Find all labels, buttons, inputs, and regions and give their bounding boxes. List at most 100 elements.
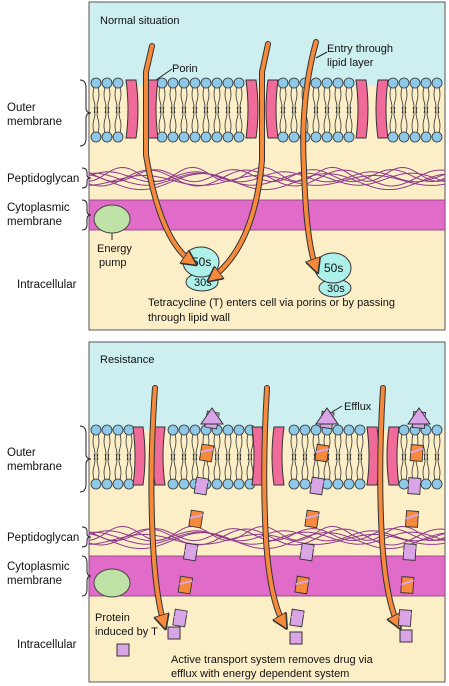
top-membrane-lipid-4 (167, 77, 179, 143)
bottom-membrane-lipid-18 (354, 424, 366, 490)
top-membrane-lipid-18 (387, 77, 399, 143)
protein-square-3 (399, 629, 413, 643)
protein-square-2 (289, 631, 303, 645)
top-membrane-lipid-15 (321, 77, 333, 143)
efflux-arrow-3 (397, 407, 431, 627)
top-membrane-lipid-9 (222, 77, 234, 143)
influx-arrows (148, 385, 398, 624)
entry-label-1: Entry through (327, 43, 393, 55)
intracellular-label-top: Intracellular (17, 279, 77, 291)
top-membrane-lipid-5 (178, 77, 190, 143)
protein-legend-square (116, 643, 130, 657)
bottom-panel: Resistance Efflux Protein induced by T A… (88, 341, 446, 683)
top-membrane-lipid-17 (343, 77, 355, 143)
bottom-membrane-porin-2 (366, 426, 400, 486)
entry-leader (315, 51, 328, 59)
bottom-membrane-lipid-10 (233, 424, 245, 490)
protein-label-2: induced by T (95, 626, 158, 638)
cytoplasmic-membrane-label-top-2: membrane (7, 216, 62, 228)
top-caption-2: through lipid wall (148, 312, 230, 324)
bottom-membrane-lipid-1 (101, 424, 113, 490)
efflux-leader (331, 405, 343, 413)
top-peptidoglycan-strand-5 (88, 174, 446, 186)
porin-leader (155, 68, 173, 81)
protein-square-1 (167, 626, 181, 640)
ribosome-2-50s-label: 50s (324, 261, 343, 275)
bottom-membrane-lipid-2 (112, 424, 124, 490)
bottom-membrane-lipid-0 (90, 424, 102, 490)
top-membrane-lipid-6 (189, 77, 201, 143)
top-peptidoglycan-strand-1 (88, 169, 446, 183)
top-peptidoglycan-strand-4 (88, 172, 446, 186)
top-peptidoglycan (88, 166, 446, 191)
top-caption-1: Tetracycline (T) enters cell via porins … (148, 297, 395, 309)
efflux-arrow-1 (172, 407, 224, 628)
bottom-caption-1: Active transport system removes drug via (171, 654, 374, 666)
top-panel: Normal situation Energy pump Porin Entry… (88, 1, 446, 331)
efflux-pumps (172, 407, 431, 628)
bottom-membrane-lipid-13 (299, 424, 311, 490)
porin-label: Porin (172, 63, 198, 75)
entry-arrows (143, 39, 316, 278)
top-membrane-lipid-8 (211, 77, 223, 143)
energy-pump-label-2: pump (99, 257, 127, 269)
cytoplasmic-membrane-brace-bottom (81, 555, 92, 597)
intracellular-label-bottom: Intracellular (17, 639, 77, 651)
top-membrane-lipid-0 (90, 77, 102, 143)
ribosome-1: 50s 30s (182, 246, 220, 292)
top-membrane-lipid-7 (200, 77, 212, 143)
top-membrane-lipid-12 (288, 77, 300, 143)
side-labels: Outer membrane Peptidoglycan Cytoplasmic… (7, 79, 92, 651)
peptidoglycan-label-bottom: Peptidoglycan (7, 532, 79, 544)
bottom-caption-2: efflux with energy dependent system (171, 668, 349, 680)
top-membrane-lipid-10 (233, 77, 245, 143)
bottom-membrane-lipid-12 (288, 424, 300, 490)
peptidoglycan-brace-top (81, 167, 92, 189)
top-membrane-lipid-3 (156, 77, 168, 143)
top-panel-border (88, 1, 446, 331)
bottom-membrane-lipid-5 (178, 424, 190, 490)
top-membrane-lipid-14 (310, 77, 322, 143)
top-membrane-porin-1 (245, 79, 279, 139)
entry-label-2: lipid layer (327, 57, 374, 69)
protein-label-1: Protein (95, 612, 130, 624)
top-membrane-lipid-1 (101, 77, 113, 143)
top-membrane-lipid-19 (398, 77, 410, 143)
top-cytoplasmic-membrane (88, 199, 446, 231)
bottom-membrane-lipid-4 (167, 424, 179, 490)
outer-membrane-label-top-1: Outer (7, 102, 36, 114)
top-membrane-lipid-2 (112, 77, 124, 143)
top-peptidoglycan-strand-6 (88, 173, 446, 191)
top-membrane-lipid-22 (431, 77, 443, 143)
bottom-membrane-lipid-22 (431, 424, 443, 490)
efflux-arrow-2 (289, 407, 339, 628)
cytoplasmic-membrane-label-top-1: Cytoplasmic (7, 202, 70, 214)
top-membrane-lipid-20 (409, 77, 421, 143)
top-membrane-lipid-16 (332, 77, 344, 143)
peptidoglycan-brace-bottom (81, 526, 92, 548)
outer-membrane-label-top-2: membrane (7, 116, 62, 128)
efflux-label: Efflux (344, 401, 372, 413)
bottom-membrane-lipid-8 (211, 424, 223, 490)
cytoplasmic-membrane-label-bottom-1: Cytoplasmic (7, 561, 70, 573)
top-title: Normal situation (100, 15, 179, 27)
bottom-membrane-porin-1 (251, 426, 285, 486)
bottom-membrane-lipid-16 (332, 424, 344, 490)
energy-pump (93, 204, 131, 234)
bottom-panel-border (88, 341, 446, 683)
bottom-membrane-porin-0 (132, 426, 166, 486)
top-membrane-lipid-21 (420, 77, 432, 143)
bottom-membrane-lipid-17 (343, 424, 355, 490)
bottom-membrane-lipid-3 (123, 424, 135, 490)
outer-membrane-brace-bottom (79, 425, 92, 493)
bottom-membrane-lipid-9 (222, 424, 234, 490)
top-membrane-porin-2 (355, 79, 389, 139)
ribosome-2-30s-label: 30s (327, 283, 345, 295)
bottom-energy-pump (93, 568, 131, 598)
bottom-membrane-lipid-19 (398, 424, 410, 490)
outer-membrane-label-bottom-2: membrane (7, 461, 62, 473)
cytoplasmic-membrane-brace-top (81, 199, 92, 231)
top-peptidoglycan-strand-0 (88, 166, 446, 182)
outer-membrane-brace-top (79, 79, 92, 147)
